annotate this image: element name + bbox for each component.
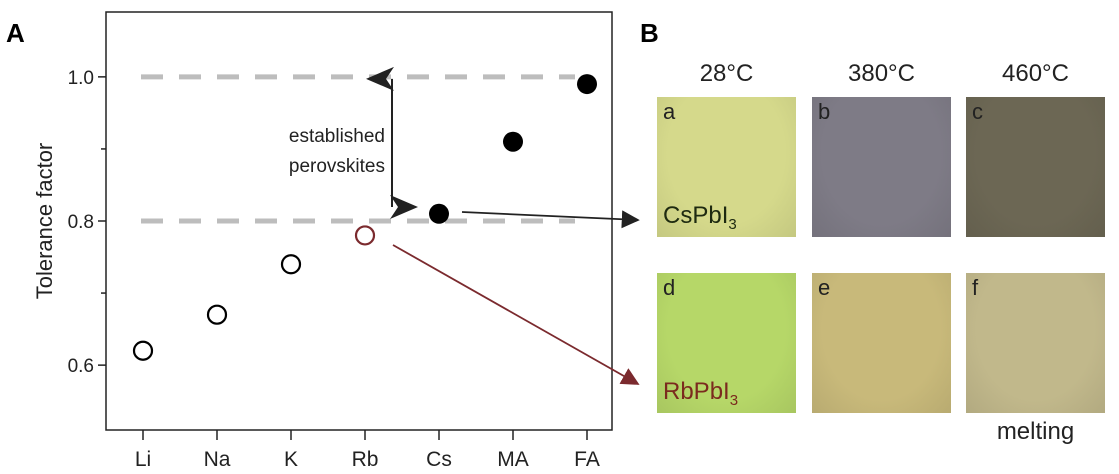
annotation-line1: established: [289, 126, 385, 147]
photo-letter: c: [972, 99, 983, 124]
melting-label: melting: [996, 418, 1075, 445]
y-tick-label: 0.6: [68, 356, 94, 377]
data-point-li: [132, 340, 154, 361]
data-point-cs: [429, 203, 449, 224]
x-tick-label: Rb: [352, 448, 379, 471]
rb-arrow: [392, 244, 640, 385]
temperature-label: 380°C: [848, 60, 915, 87]
y-tick-label: 0.8: [68, 212, 94, 233]
photo-c: c: [966, 97, 1105, 237]
photo-letter: f: [972, 275, 979, 300]
photo-letter: e: [818, 275, 831, 300]
x-tick-label: Na: [204, 448, 231, 471]
cs-arrow: [461, 210, 640, 229]
cspbi3-label: CsPbI3: [663, 202, 737, 233]
x-tick-label: MA: [497, 448, 529, 471]
x-tick-label: K: [284, 448, 298, 471]
annotation-line2: perovskites: [289, 156, 385, 177]
photo-e: e: [812, 273, 951, 413]
x-tick-label: Li: [135, 448, 151, 471]
temperature-label: 460°C: [1002, 60, 1069, 87]
panel-b-label: B: [640, 18, 659, 48]
data-point-rb: [354, 225, 376, 246]
data-point-fa: [577, 74, 597, 95]
data-point-k: [280, 254, 302, 275]
panel-a-label: A: [6, 18, 25, 48]
x-tick-label: FA: [574, 448, 600, 471]
photo-letter: d: [663, 275, 676, 300]
temperature-label: 28°C: [699, 60, 754, 87]
photo-b: b: [812, 97, 951, 237]
rbpbi3-label: RbPbI3: [663, 378, 739, 409]
y-tick-label: 1.0: [68, 68, 94, 89]
photo-letter: b: [818, 99, 831, 124]
data-point-ma: [503, 131, 523, 152]
y-axis-label: Tolerance factor: [32, 143, 57, 300]
data-point-na: [206, 304, 228, 325]
x-tick-label: Cs: [426, 448, 452, 471]
photo-f: f: [966, 273, 1105, 413]
photo-letter: a: [663, 99, 676, 124]
